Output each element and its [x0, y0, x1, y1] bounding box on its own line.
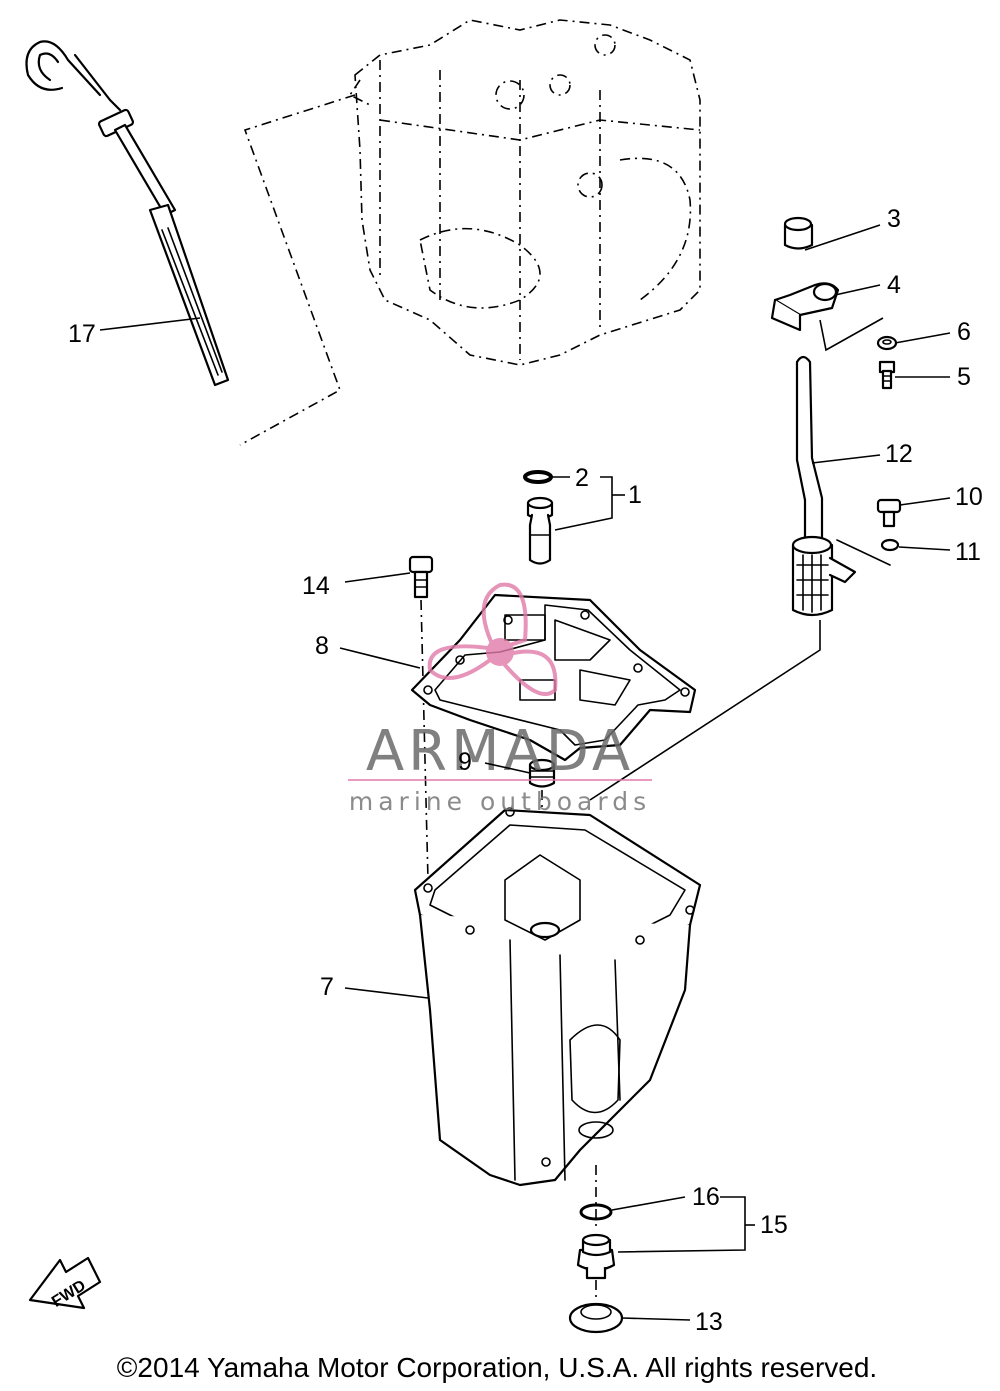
copyright-notice: ©2014 Yamaha Motor Corporation, U.S.A. A…: [117, 1352, 877, 1383]
watermark-brand: ARMADA: [366, 719, 634, 784]
callout-4: 4: [887, 271, 901, 299]
callout-14: 14: [302, 572, 330, 600]
callout-16: 16: [692, 1183, 720, 1211]
callout-numbers: 1 2 3 4 5 6 7 8 9 10 11 12 13 14 15 16 1…: [68, 205, 983, 1336]
bolt-14: [408, 555, 434, 599]
callout-2: 2: [575, 464, 589, 492]
washer-11: [880, 538, 900, 552]
oil-strainer-pipe-12: [791, 355, 891, 617]
grommet-3: [783, 216, 814, 250]
o-ring-2: [523, 470, 553, 484]
watermark-tagline: marine outboards: [349, 787, 651, 816]
drain-plug-15: [576, 1233, 616, 1280]
leader-lines: [99, 224, 951, 1321]
callout-11: 11: [955, 538, 981, 566]
bracket-4: [770, 282, 840, 332]
armada-watermark: ARMADA marine outboards: [348, 582, 652, 816]
fwd-arrow: FWD: [28, 1256, 102, 1311]
callout-6: 6: [957, 318, 971, 346]
callout-1: 1: [628, 481, 642, 509]
bolt-5: [878, 360, 896, 390]
propeller-logo: [427, 582, 558, 696]
callout-3: 3: [887, 205, 901, 233]
oil-pan-7: [413, 807, 702, 1187]
callout-12: 12: [885, 440, 913, 468]
callout-8: 8: [315, 632, 329, 660]
callout-9: 9: [458, 748, 472, 776]
callout-10: 10: [955, 483, 983, 511]
o-ring-16: [579, 1203, 613, 1221]
callout-5: 5: [957, 363, 971, 391]
callout-7: 7: [320, 973, 334, 1001]
dipstick-17: [25, 40, 230, 387]
callout-17: 17: [68, 320, 96, 348]
callout-13: 13: [695, 1308, 723, 1336]
engine-block-reference: [239, 19, 701, 446]
washer-6: [876, 335, 898, 351]
bolt-10: [876, 498, 902, 528]
nipple-9: [528, 758, 556, 788]
gasket-13: [568, 1302, 624, 1334]
relief-valve-1: [526, 496, 554, 565]
callout-15: 15: [760, 1211, 788, 1239]
